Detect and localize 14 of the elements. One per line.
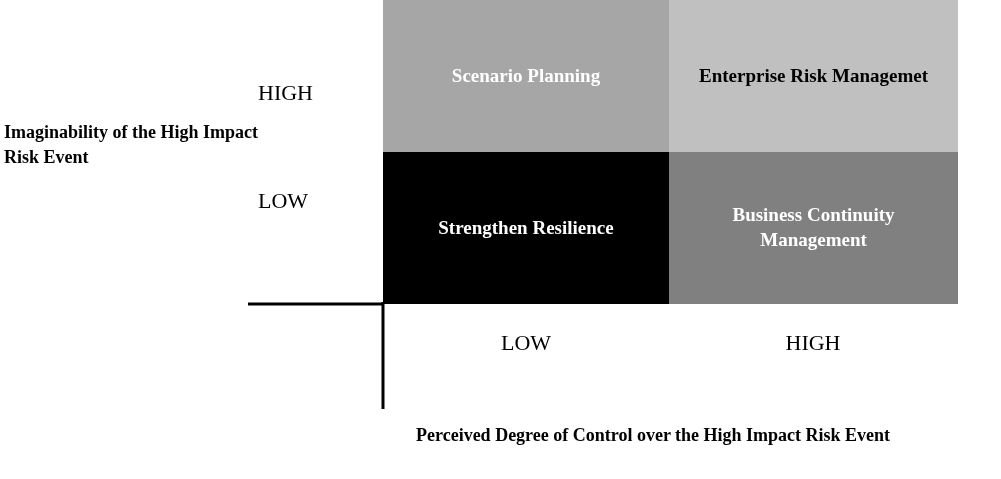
quadrant-label: Enterprise Risk Managemet <box>699 63 928 88</box>
quadrant-label: Scenario Planning <box>451 63 601 88</box>
axis-tick-label: HIGH <box>785 330 841 356</box>
axis-tick-label: LOW <box>258 188 309 214</box>
matrix-quadrant <box>383 0 669 152</box>
axis-title: Imaginability of the High Impact Risk Event <box>4 121 259 170</box>
axis-tick-label: HIGH <box>258 80 313 106</box>
matrix-quadrant <box>383 152 669 304</box>
axis-tick-label: LOW <box>500 330 552 356</box>
matrix-quadrant <box>669 0 958 152</box>
axis-title: Perceived Degree of Control over the High Impact Risk Event <box>416 424 892 447</box>
quadrant-label: Business Continuity Management <box>731 203 896 252</box>
matrix-quadrant <box>669 152 958 304</box>
quadrant-label: Strengthen Resilience <box>438 215 614 240</box>
